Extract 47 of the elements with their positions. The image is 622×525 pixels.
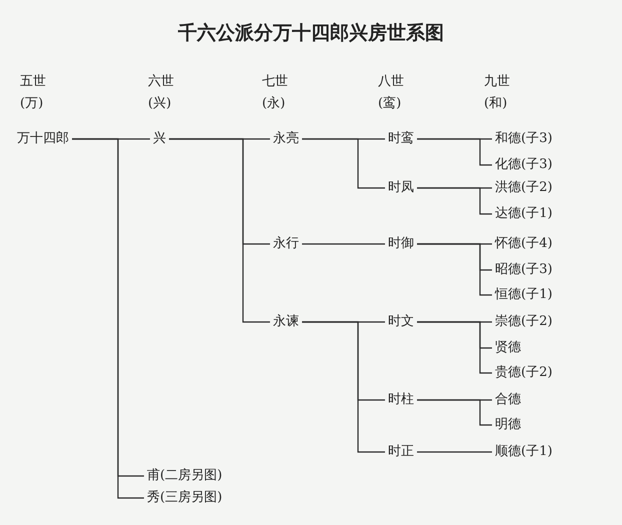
diagram-title: 千六公派分万十四郎兴房世系图 [178, 22, 444, 44]
name-text: 时鸾 [387, 131, 415, 147]
connector-line [302, 243, 385, 245]
name-text: 兴 [152, 131, 167, 147]
connector-line [417, 321, 492, 374]
name-text: 时御 [387, 236, 415, 252]
name-text: 崇德(子2) [494, 314, 554, 330]
name-text: 永谏 [272, 314, 300, 330]
connector-line [417, 399, 492, 426]
connector-line [302, 321, 385, 453]
name-text: 时正 [387, 444, 415, 460]
name-text: 化德(子3) [494, 157, 554, 173]
name-text: 永亮 [272, 131, 300, 147]
name-text: 贵德(子2) [494, 365, 554, 381]
connector-line [417, 243, 492, 296]
name-text: 恒德(子1) [494, 287, 554, 303]
name-text: 万十四郎 [16, 131, 70, 147]
generation-character: (兴) [148, 96, 172, 112]
connector-line [169, 138, 270, 323]
generation-heading: 七世 [262, 74, 288, 90]
generation-character: (鸾) [378, 96, 402, 112]
name-text: 永行 [272, 236, 300, 252]
connector-line [417, 138, 492, 166]
name-text: 甫(二房另图) [146, 468, 224, 484]
generation-character: (和) [484, 96, 508, 112]
name-text: 时柱 [387, 392, 415, 408]
connector-line [417, 451, 492, 453]
name-text: 秀(三房另图) [146, 490, 224, 506]
name-text: 怀德(子4) [494, 236, 554, 252]
name-text: 顺德(子1) [494, 444, 554, 460]
name-text: 贤德 [494, 340, 522, 356]
name-text: 昭德(子3) [494, 262, 554, 278]
name-text: 洪德(子2) [494, 180, 554, 196]
generation-heading: 九世 [484, 74, 510, 90]
generation-heading: 五世 [20, 74, 46, 90]
generation-heading: 六世 [148, 74, 174, 90]
name-text: 明德 [494, 417, 522, 433]
generation-heading: 八世 [378, 74, 404, 90]
name-text: 合德 [494, 392, 522, 408]
name-text: 时凤 [387, 180, 415, 196]
connector-line [302, 138, 385, 189]
connector-line [417, 187, 492, 215]
generation-character: (永) [262, 96, 286, 112]
name-text: 达德(子1) [494, 206, 554, 222]
name-text: 和德(子3) [494, 131, 554, 147]
name-text: 时文 [387, 314, 415, 330]
generation-character: (万) [20, 96, 44, 112]
